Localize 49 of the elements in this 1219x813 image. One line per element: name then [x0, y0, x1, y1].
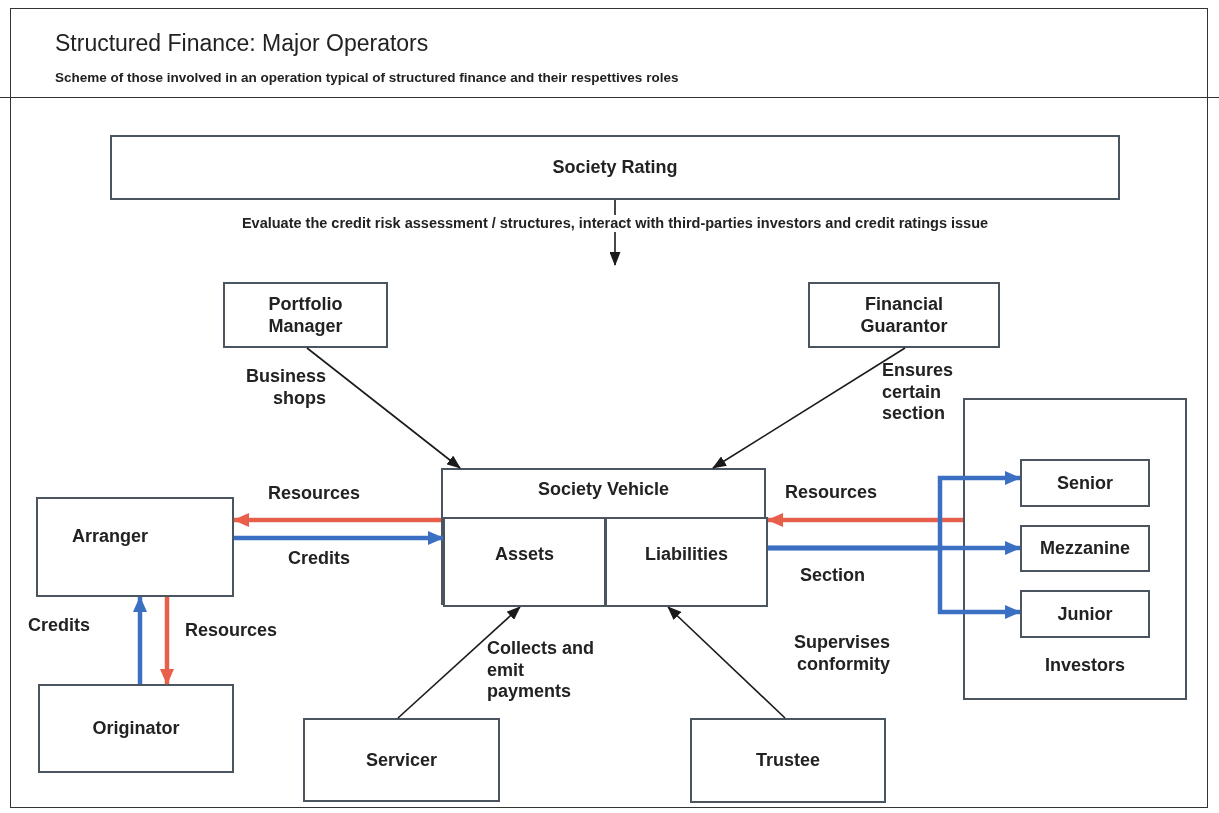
- node-label: Trustee: [756, 749, 820, 772]
- arrow: [233, 513, 441, 527]
- process-box: [1020, 459, 1150, 507]
- process-box: [38, 684, 234, 773]
- process-box: [808, 282, 1000, 348]
- arrow: [133, 596, 147, 684]
- node-label: Financial Guarantor: [859, 292, 949, 338]
- edge-label: Business shops: [244, 366, 326, 410]
- edge-label: Resources: [185, 620, 279, 642]
- process-box: [36, 497, 234, 597]
- arrow: [712, 347, 906, 469]
- edge-label: Credits: [28, 615, 91, 637]
- subtitle: Scheme of those involved in an operation typical of structured finance and their respettives roles: [55, 70, 679, 85]
- node-label: Assets: [494, 542, 554, 566]
- process-box: [690, 718, 886, 803]
- node-label: Servicer: [365, 748, 438, 772]
- process-box: [441, 468, 766, 605]
- node-label: Junior: [1057, 602, 1113, 626]
- node-label: Originator: [92, 717, 180, 740]
- edge-label: Resources: [268, 483, 362, 505]
- edge-label: Collects and emit payments: [487, 638, 596, 703]
- edge-label: Ensures certain section: [882, 360, 955, 425]
- arrow: [767, 513, 963, 527]
- arrow: [667, 606, 786, 719]
- process-box: [443, 517, 606, 607]
- node-label: Investors: [1044, 653, 1125, 676]
- edge-label: Credits: [288, 548, 351, 570]
- node-label: Liabilities: [645, 542, 728, 566]
- process-box: [1020, 525, 1150, 572]
- process-box: [1020, 590, 1150, 638]
- node-label: Society Rating: [552, 156, 678, 179]
- process-box: [110, 135, 1120, 200]
- process-box: [223, 282, 388, 348]
- node-label: Mezzanine: [1040, 537, 1130, 560]
- node-label: Society Vehicle: [537, 478, 670, 501]
- node-label: Portfolio Manager: [267, 292, 344, 338]
- process-box: [605, 517, 768, 607]
- process-box: [963, 398, 1187, 700]
- arrow: [768, 545, 1021, 619]
- process-box: [303, 718, 500, 802]
- arrow: [397, 606, 521, 719]
- edge-label: Supervises conformity: [792, 632, 890, 676]
- diagram-title: Structured Finance: Major Operators: [55, 30, 429, 57]
- node-label: Arranger: [72, 525, 149, 548]
- edge-label: Resources: [785, 482, 879, 504]
- node-label: Senior: [1057, 471, 1113, 495]
- arrow: [160, 597, 174, 685]
- edge-label: Section: [800, 565, 866, 587]
- arrow: [306, 347, 461, 469]
